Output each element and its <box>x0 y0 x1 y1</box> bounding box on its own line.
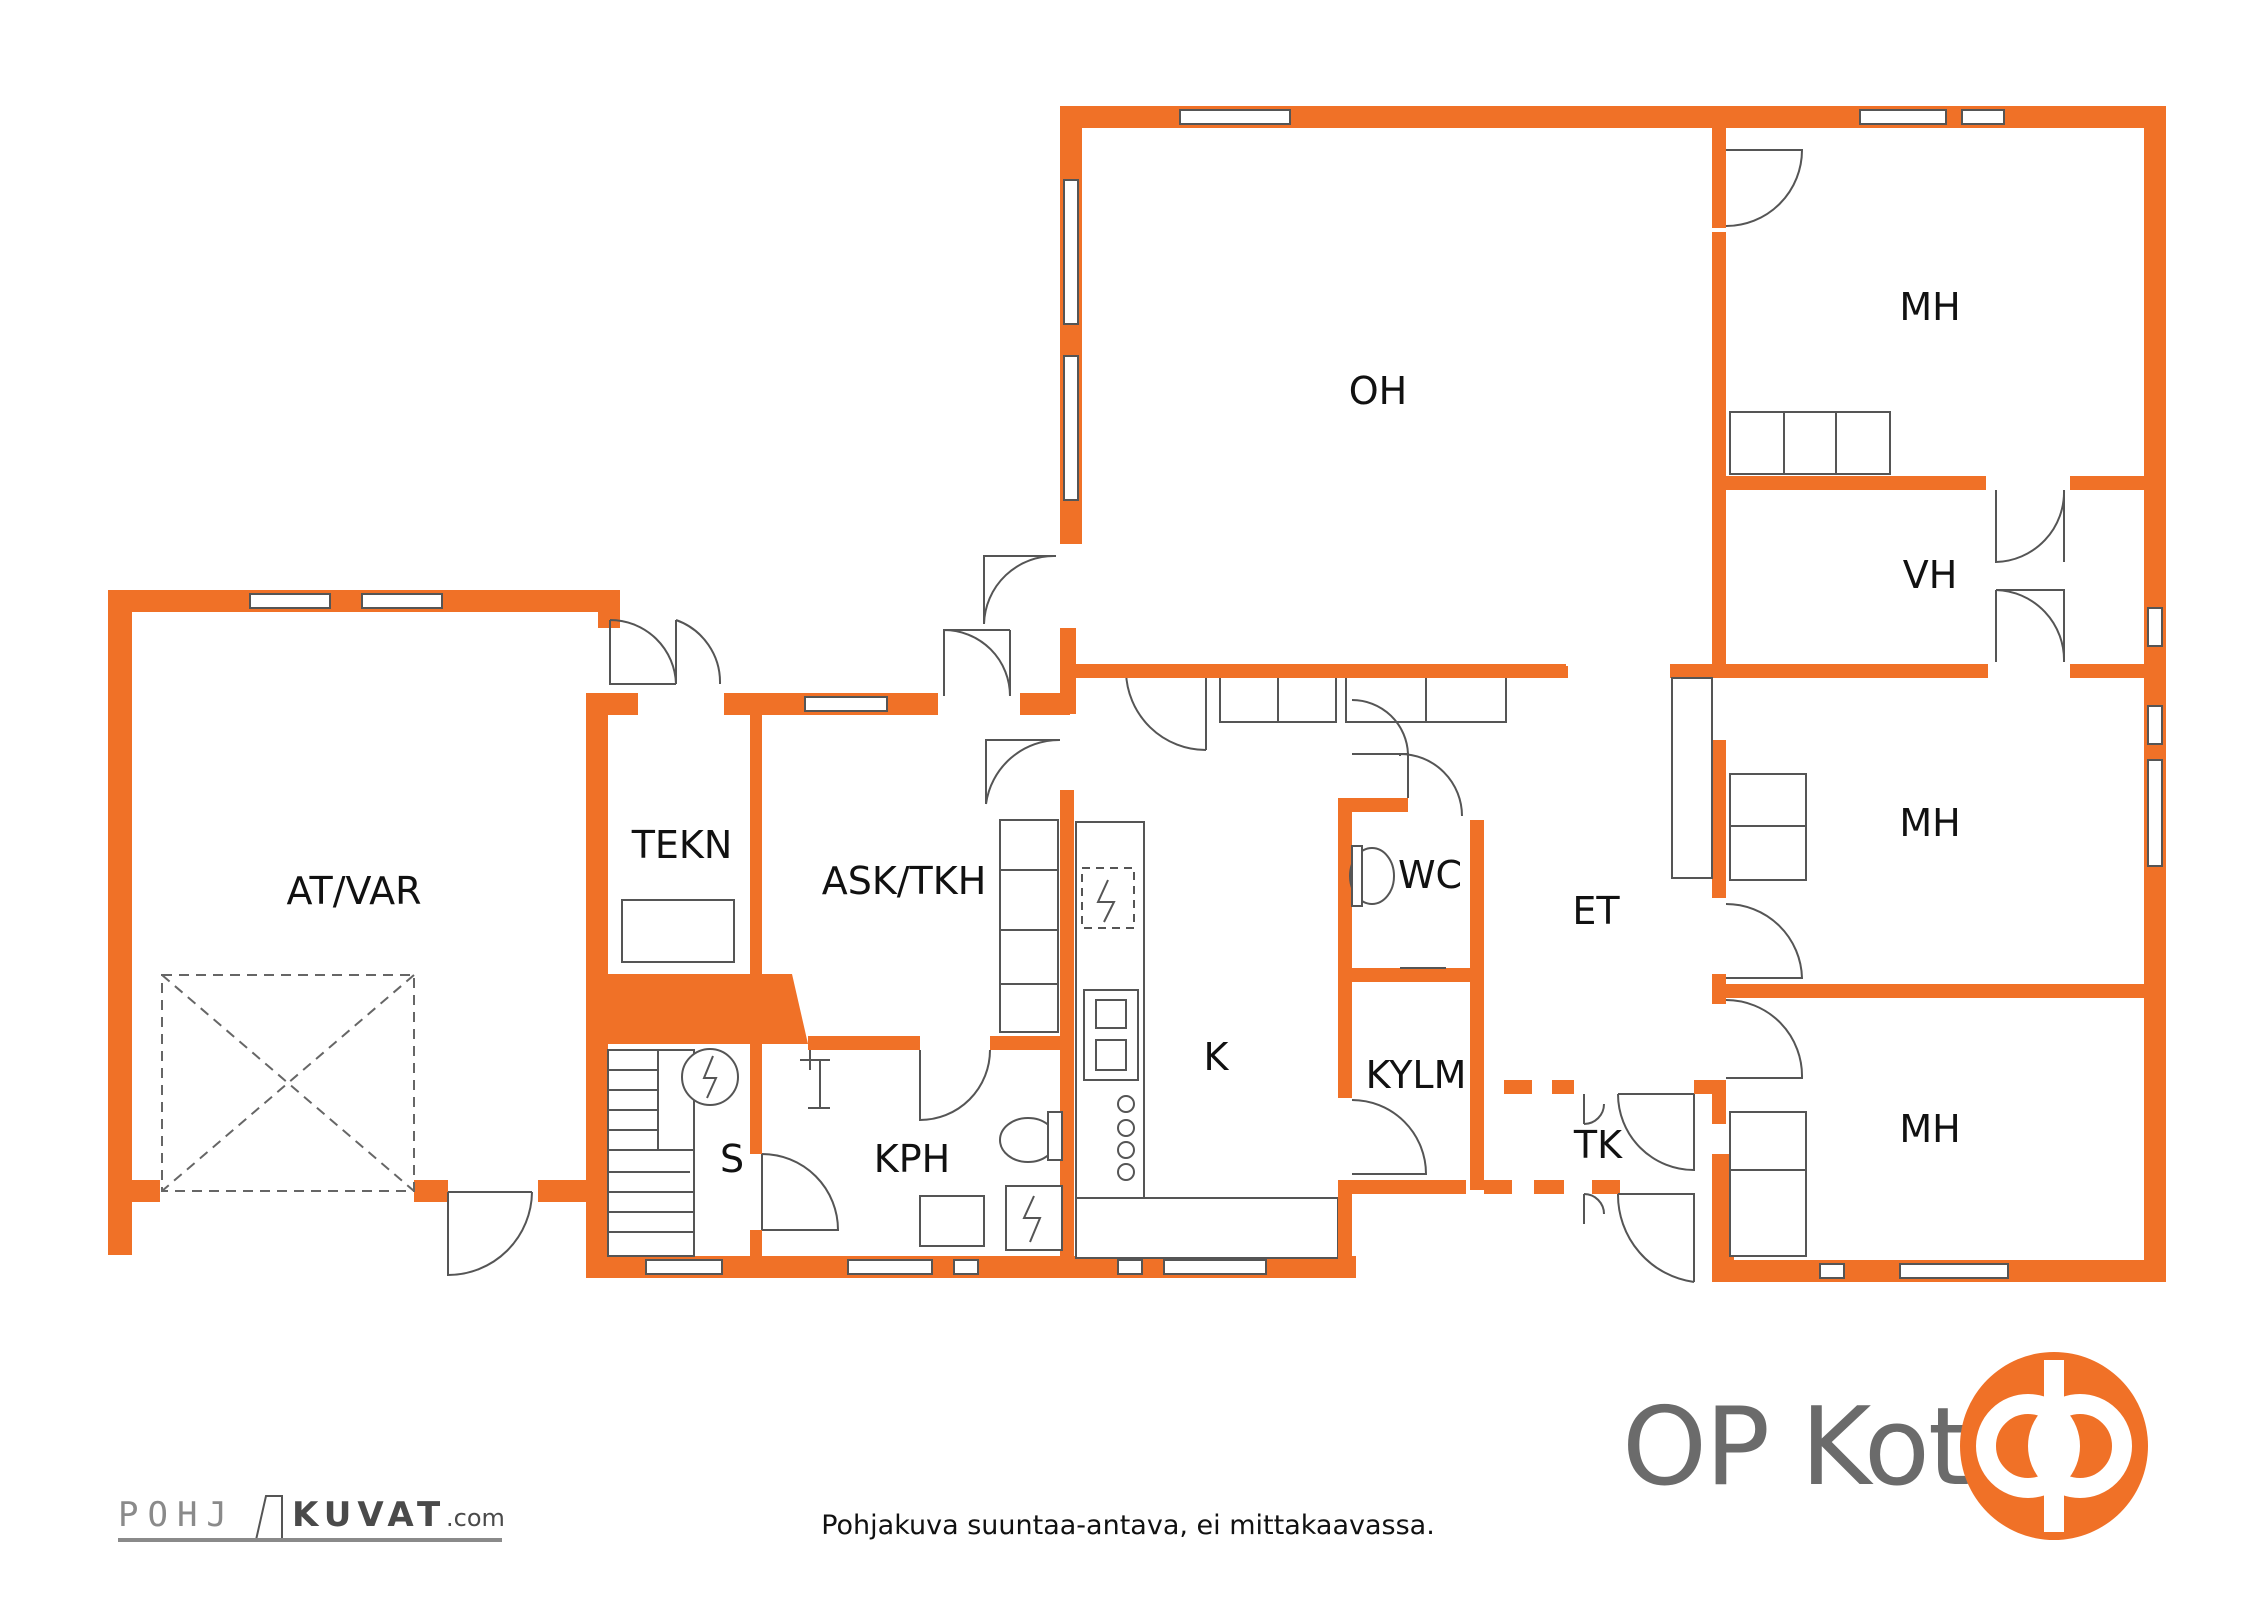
stairs <box>607 1049 695 1257</box>
room-label-mh1: MH <box>1899 285 1960 329</box>
mh3-door <box>1725 999 1804 1079</box>
kitchen-door <box>1125 671 1207 751</box>
garage-walls <box>108 590 620 1255</box>
mh3-wardrobe <box>1729 1111 1807 1257</box>
room-label-ask-tkh: ASK/TKH <box>822 859 987 903</box>
garage-door <box>447 1191 533 1277</box>
ask-cabinets <box>999 819 1059 1033</box>
west-wing-windows <box>645 696 1267 1275</box>
mh1-wardrobe <box>1729 411 1891 475</box>
kph-door <box>919 1049 991 1122</box>
room-label-kylm: KYLM <box>1366 1053 1467 1097</box>
kph-sink <box>919 1195 985 1247</box>
room-label-et: ET <box>1572 889 1620 933</box>
west-entry-door <box>609 619 677 685</box>
credit-suffix: .com <box>446 1504 505 1532</box>
room-label-tekn: TEKN <box>631 823 733 867</box>
op-logo <box>1960 1352 2148 1540</box>
room-label-s: S <box>720 1137 744 1181</box>
tk-door <box>1617 1093 1695 1172</box>
room-label-wc: WC <box>1398 853 1462 897</box>
room-label-mh2: MH <box>1899 801 1960 845</box>
s-door <box>761 1153 840 1231</box>
room-label-kph: KPH <box>874 1137 950 1181</box>
oh-porch-door <box>983 554 1057 625</box>
room-label-k: K <box>1204 1035 1230 1079</box>
mh2-door <box>1725 903 1804 979</box>
mh1-door <box>1725 149 1804 227</box>
room-label-oh: OH <box>1349 369 1407 413</box>
garage-windows <box>249 593 443 609</box>
kitchen-counters <box>1075 821 1339 1259</box>
porch-door <box>943 629 1011 697</box>
vh-door-1 <box>1995 489 2066 564</box>
et-closet <box>1671 677 1713 879</box>
room-label-at-var: AT/VAR <box>286 869 421 913</box>
main-house-windows <box>1063 109 2163 1279</box>
garage-car-area <box>161 974 415 1192</box>
room-label-vh: VH <box>1903 553 1958 597</box>
brand-name: OP Koti <box>1622 1385 1996 1510</box>
kitchen-upper-cabinets <box>1219 673 1507 723</box>
tekn-boiler <box>621 899 735 963</box>
pohjakuvat-logo: POHJ KUVAT .com <box>118 1495 505 1542</box>
room-label-mh3: MH <box>1899 1107 1960 1151</box>
credit-right: KUVAT <box>292 1495 446 1535</box>
kylm-door <box>1351 1099 1428 1175</box>
credit-left: POHJ <box>118 1495 236 1535</box>
front-door <box>1616 1193 1695 1283</box>
vh-door-2 <box>1995 589 2066 663</box>
mh2-wardrobe <box>1729 773 1807 881</box>
ask-door <box>985 738 1061 805</box>
disclaimer-note: Pohjakuva suuntaa-antava, ei mittakaavas… <box>821 1510 1435 1541</box>
room-label-tk: TK <box>1573 1123 1623 1167</box>
